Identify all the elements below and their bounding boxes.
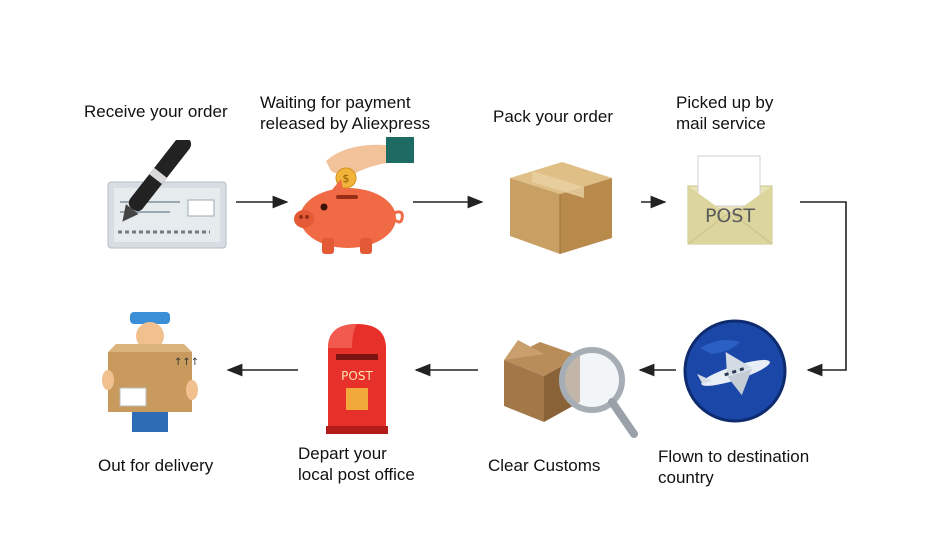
step-label-clear-customs: Clear Customs bbox=[488, 456, 601, 475]
step-label-picked-up: Picked up by mail service bbox=[676, 93, 774, 133]
pen-cheque-icon bbox=[107, 140, 227, 249]
red-mailbox-icon: POST bbox=[326, 324, 388, 434]
step-label-flown: Flown to destination country bbox=[658, 447, 810, 487]
arrow-4 bbox=[800, 201, 847, 377]
airplane-globe-icon bbox=[683, 319, 787, 423]
step-label-waiting-payment: Waiting for payment released by Aliexpre… bbox=[260, 93, 431, 133]
step-label-receive-order: Receive your order bbox=[84, 102, 228, 121]
svg-text:↑↑↑: ↑↑↑ bbox=[174, 357, 199, 368]
cardboard-box-icon bbox=[510, 162, 612, 254]
envelope-post-text: POST bbox=[705, 205, 755, 227]
mailbox-post-text: POST bbox=[341, 369, 373, 383]
step-label-pack-order: Pack your order bbox=[493, 107, 613, 126]
svg-text:$: $ bbox=[343, 172, 350, 185]
box-magnifier-icon bbox=[504, 340, 638, 438]
piggy-bank-icon: $ bbox=[294, 137, 414, 254]
step-label-out-for-delivery: Out for delivery bbox=[98, 456, 214, 475]
delivery-man-icon: ↑↑↑ bbox=[102, 312, 199, 432]
post-envelope-icon: POST bbox=[687, 155, 773, 245]
step-label-depart-post-office: Depart your local post office bbox=[298, 444, 415, 484]
